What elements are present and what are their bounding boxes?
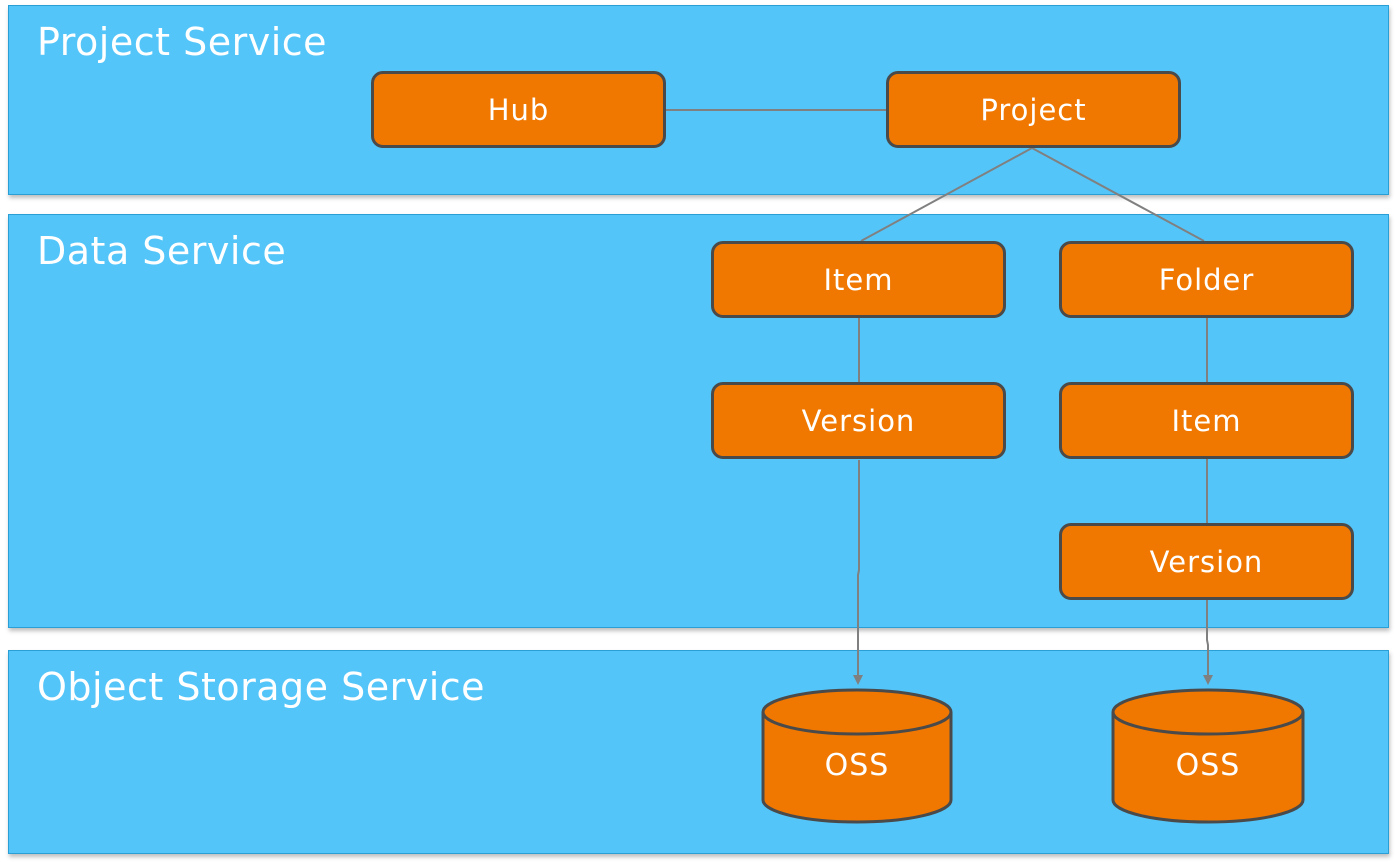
folder-node[interactable]: Folder (1059, 241, 1354, 318)
oss-label-left: OSS (824, 748, 890, 783)
hub-node[interactable]: Hub (371, 71, 666, 148)
object-storage-service-title: Object Storage Service (37, 665, 486, 709)
item-node-left[interactable]: Item (711, 241, 1006, 318)
data-service-title: Data Service (37, 229, 287, 273)
oss-label-right: OSS (1175, 748, 1241, 783)
item-node-right[interactable]: Item (1059, 382, 1354, 459)
version-node-right[interactable]: Version (1059, 523, 1354, 600)
version-node-left[interactable]: Version (711, 382, 1006, 459)
project-service-title: Project Service (37, 20, 328, 64)
project-node[interactable]: Project (886, 71, 1181, 148)
project-service-layer: Project Service (8, 5, 1389, 195)
